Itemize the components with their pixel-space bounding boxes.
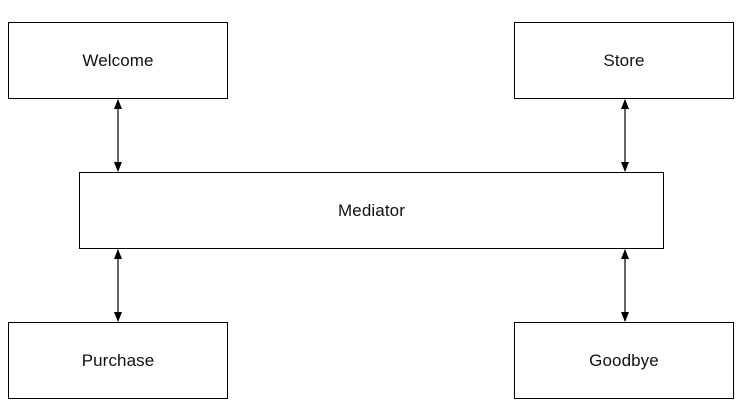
goodbye-node: Goodbye	[514, 322, 734, 399]
mediator-node: Mediator	[79, 172, 664, 249]
mediator-label: Mediator	[338, 200, 405, 220]
purchase-node: Purchase	[8, 322, 228, 399]
store-label: Store	[603, 50, 645, 70]
purchase-label: Purchase	[81, 350, 155, 370]
welcome-label: Welcome	[82, 50, 154, 70]
store-node: Store	[514, 22, 734, 99]
goodbye-label: Goodbye	[589, 350, 659, 370]
welcome-node: Welcome	[8, 22, 228, 99]
